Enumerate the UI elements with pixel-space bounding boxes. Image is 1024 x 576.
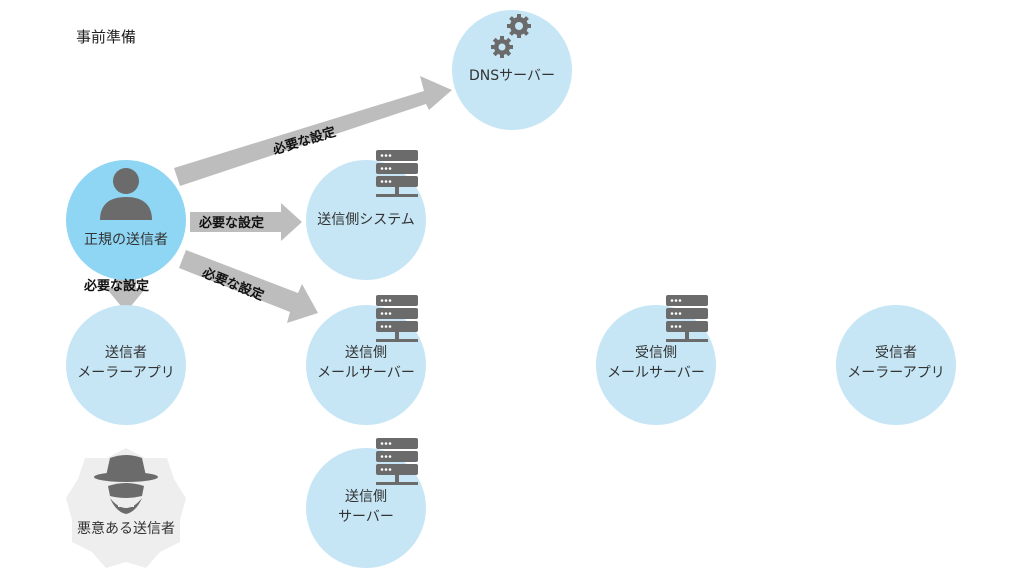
gears-icon <box>491 14 531 58</box>
server-icon <box>376 150 418 197</box>
sender-system-label: 送信側システム <box>317 212 415 228</box>
sender-app-label-1: 送信者 <box>105 345 147 361</box>
sender-mail-server-label-1: 送信側 <box>345 345 387 361</box>
receiver-app-node[interactable] <box>836 305 956 425</box>
malicious-sender-label: 悪意ある送信者 <box>77 521 175 537</box>
arrow-to-system <box>190 203 302 241</box>
receiver-app-label-1: 受信者 <box>875 345 917 361</box>
legit-sender-label: 正規の送信者 <box>84 232 168 248</box>
sender-server-label-2: サーバー <box>338 509 394 525</box>
hacker-icon <box>94 455 158 514</box>
arrow-label-to-system: 必要な設定 <box>199 216 265 231</box>
dns-server-label: DNSサーバー <box>469 68 555 84</box>
receiver-mail-server-label-2: メールサーバー <box>607 365 705 381</box>
sender-mail-server-label-2: メールサーバー <box>317 365 415 381</box>
user-icon <box>100 168 152 220</box>
server-icon <box>376 295 418 342</box>
receiver-app-label-2: メーラーアプリ <box>847 365 945 381</box>
sender-server-label-1: 送信側 <box>345 489 387 505</box>
server-icon <box>376 438 418 485</box>
arrow-label-to-app: 必要な設定 <box>84 279 150 294</box>
sender-app-node[interactable] <box>66 305 186 425</box>
server-icon <box>666 295 708 342</box>
arrow-to-dns <box>174 76 452 186</box>
receiver-mail-server-label-1: 受信側 <box>635 345 677 361</box>
sender-app-label-2: メーラーアプリ <box>77 365 175 381</box>
page-title: 事前準備 <box>76 28 137 46</box>
malicious-sender-badge[interactable] <box>62 446 190 570</box>
arrow-to-mail-server <box>179 250 318 323</box>
